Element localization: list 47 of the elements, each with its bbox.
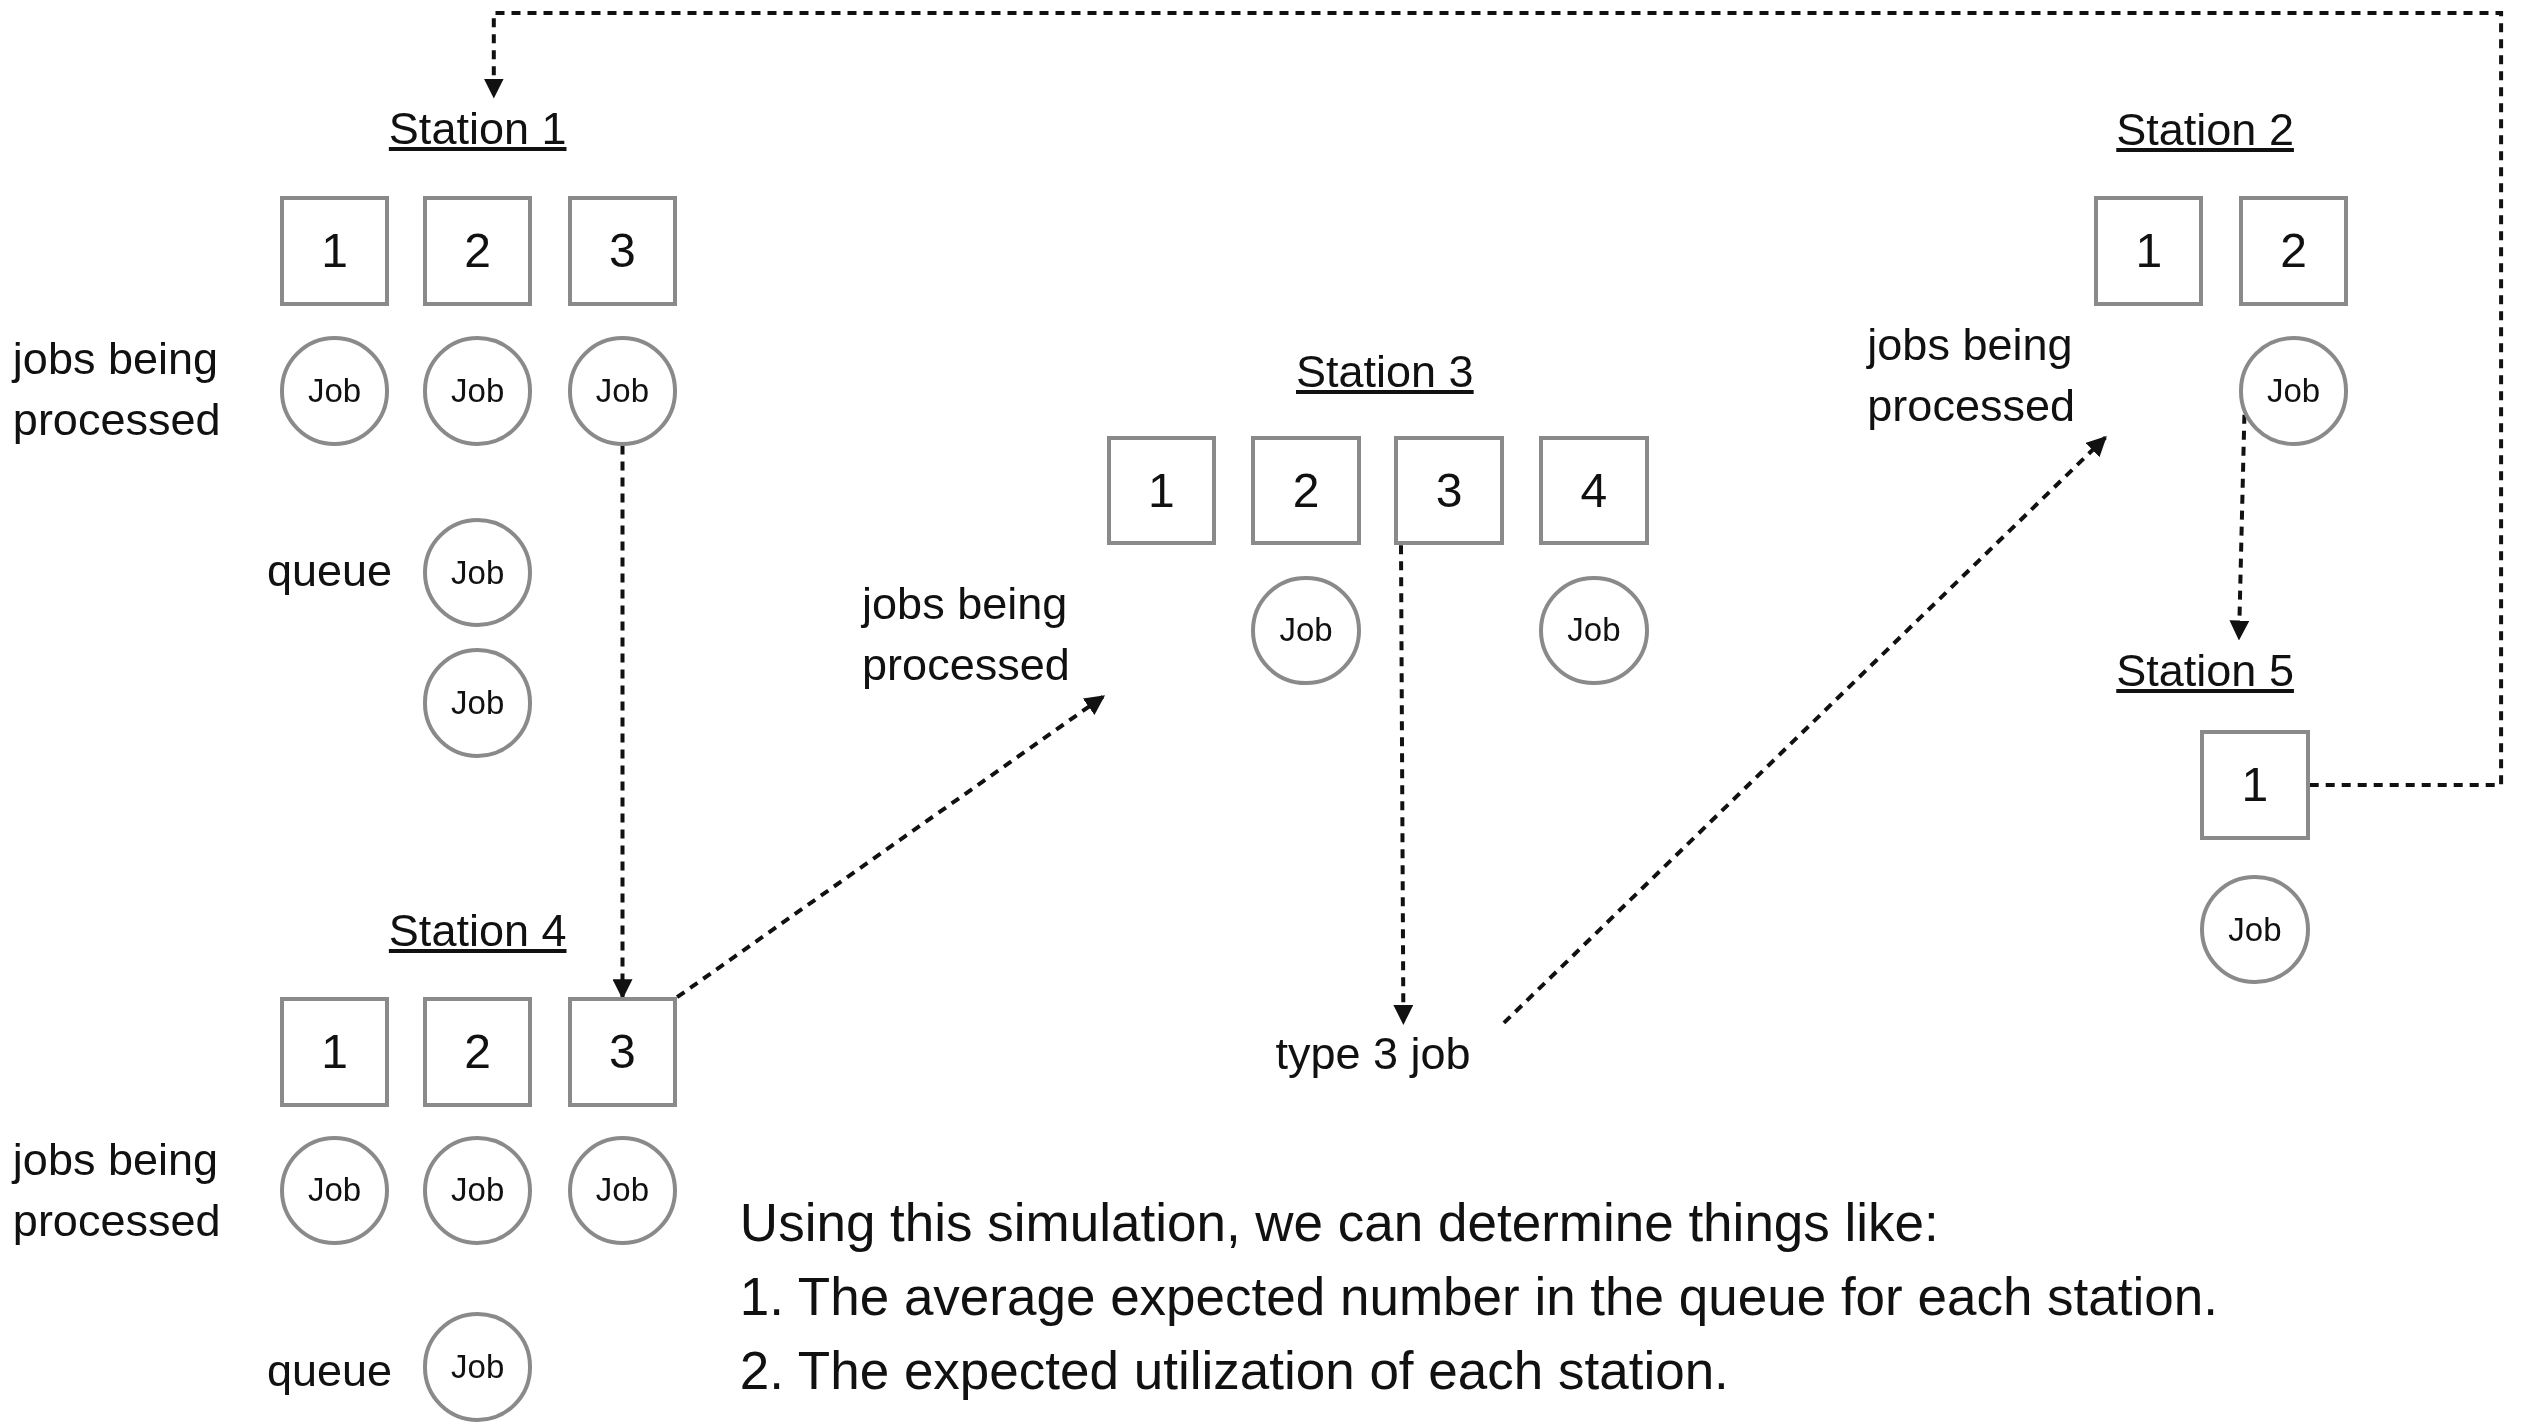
server-box: 3 — [567, 997, 678, 1107]
job-circle: Job — [2238, 336, 2349, 446]
list-item: 1. The average expected number in the queue for each station. — [739, 1267, 2218, 1328]
dashed-arrow — [2229, 414, 2250, 641]
row-label: jobs being processed — [12, 1133, 222, 1249]
job-circle: Job — [567, 336, 678, 446]
job-circle: Job — [423, 1312, 533, 1422]
dashed-arrow — [612, 445, 633, 1000]
dashed-arrow — [1393, 545, 1414, 1025]
server-box: 3 — [1394, 435, 1504, 546]
server-box: 1 — [2094, 196, 2204, 306]
job-circle: Job — [1539, 575, 1649, 686]
server-box: 1 — [2200, 730, 2310, 840]
row-label: queue — [267, 1343, 394, 1398]
job-circle: Job — [1251, 575, 1361, 686]
server-box: 4 — [1539, 435, 1649, 546]
job-circle: Job — [423, 517, 533, 628]
row-label: jobs being processed — [12, 332, 222, 448]
row-label: queue — [267, 544, 394, 599]
note-text: Using this simulation, we can determine things like: — [739, 1193, 1939, 1254]
server-box: 2 — [423, 997, 533, 1107]
text-label: jobs being processed — [1867, 312, 2106, 438]
server-box: 3 — [567, 196, 678, 306]
server-box: 2 — [1251, 435, 1361, 546]
job-circle: Job — [279, 1135, 390, 1245]
station-heading: Station 2 — [2105, 98, 2305, 163]
server-box: 1 — [279, 997, 390, 1107]
list-item: 2. The expected utilization of each station. — [739, 1341, 1729, 1402]
station-heading: Station 5 — [2105, 638, 2305, 703]
station-heading: Station 1 — [377, 96, 578, 161]
job-circle: Job — [423, 1135, 533, 1245]
job-circle: Job — [567, 1135, 678, 1245]
text-label: jobs being processed — [862, 570, 1104, 697]
server-box: 2 — [2238, 196, 2349, 306]
station-heading: Station 4 — [377, 899, 578, 964]
dashed-arrow — [675, 694, 1106, 999]
job-circle: Job — [279, 336, 390, 446]
server-box: 2 — [423, 196, 533, 306]
server-box: 1 — [1106, 435, 1216, 546]
job-type-label: type 3 job — [1275, 1022, 1504, 1085]
station-heading: Station 3 — [1285, 339, 1485, 404]
dashed-arrow — [1502, 436, 2107, 1025]
server-box: 1 — [279, 196, 390, 306]
job-circle: Job — [2200, 874, 2310, 985]
job-circle: Job — [423, 336, 533, 446]
dashed-arrow — [483, 10, 2504, 787]
job-circle: Job — [423, 648, 533, 758]
